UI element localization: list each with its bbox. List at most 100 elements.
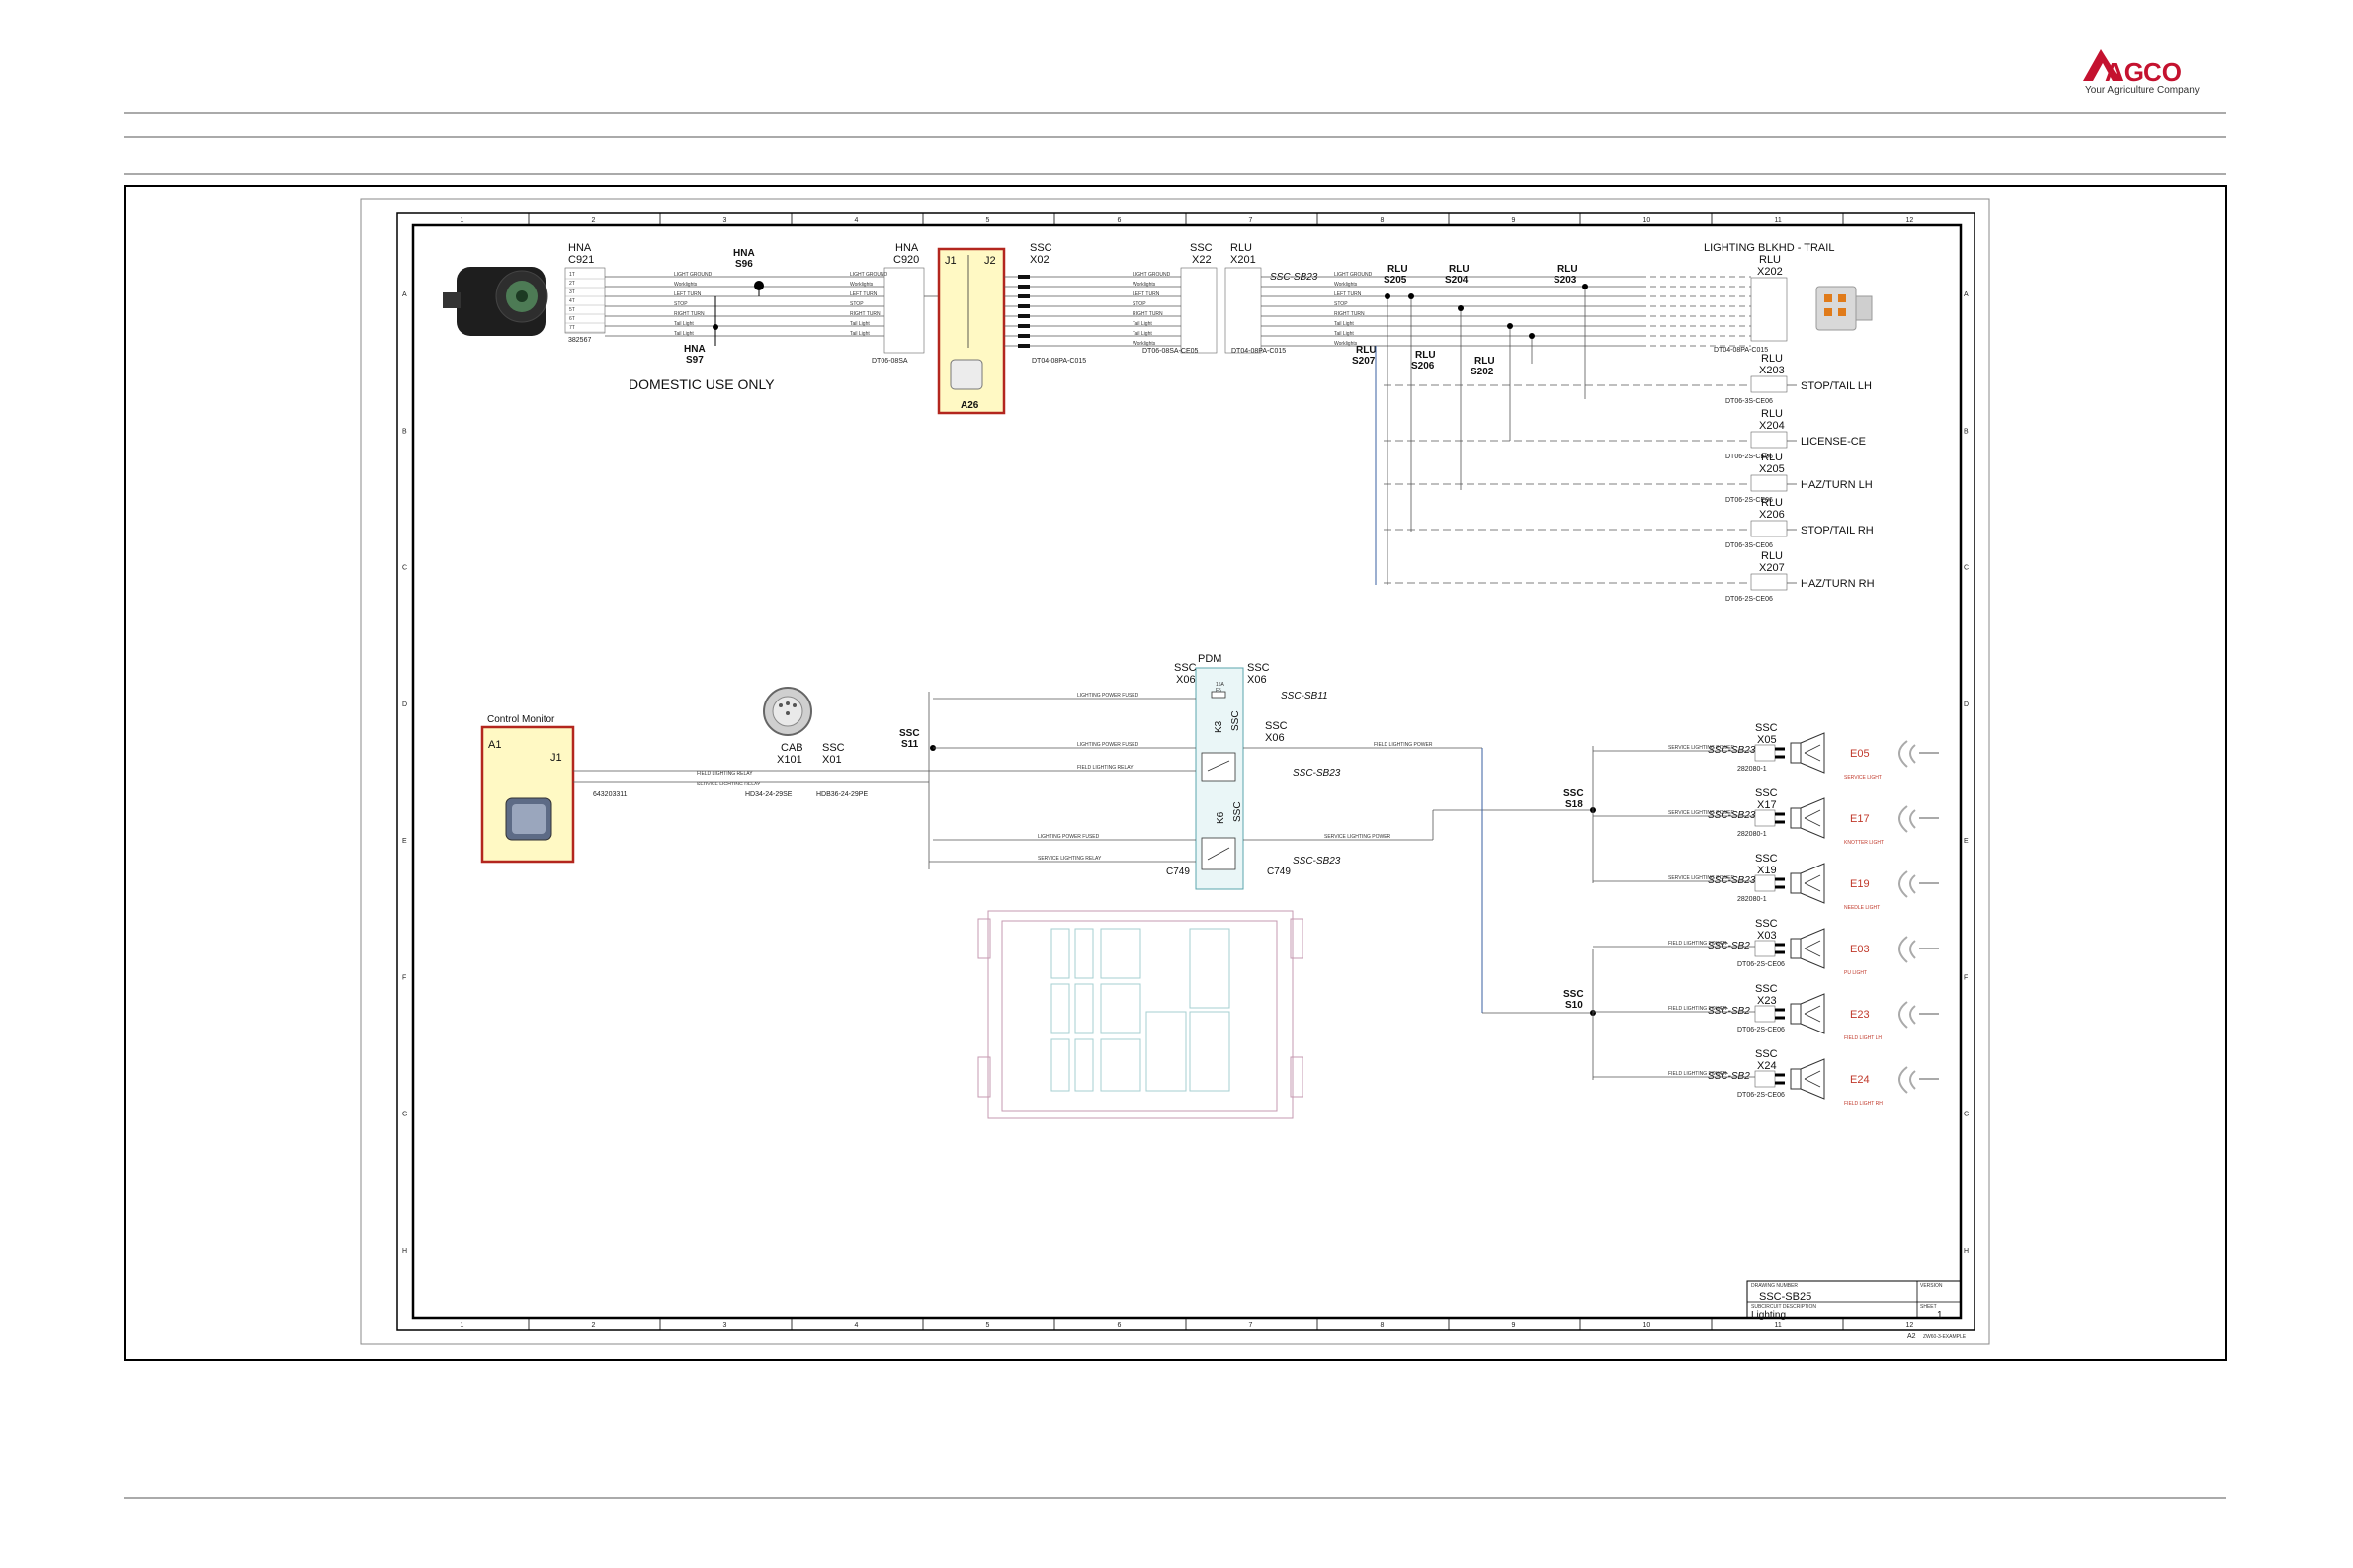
c920-id: C920 — [893, 254, 919, 266]
connector-x02: SSC X02 DT04-08PA-C015 — [1030, 242, 1086, 365]
control-monitor-a1: A1 J1 — [480, 725, 575, 864]
pdm-left-top: SSC — [1174, 662, 1197, 674]
k3-id: K3 — [1214, 720, 1224, 733]
c921-pin-2T: 2T — [569, 281, 575, 287]
c921-pin-3T: 3T — [569, 289, 575, 295]
lamp-5-name: FIELD LIGHT RH — [1844, 1101, 1883, 1107]
rlu-splice-dot-5 — [1582, 284, 1588, 289]
grid-row-right-E: E — [1964, 838, 1969, 845]
lamp-1-circuit: SERVICE LIGHTING POWER — [1668, 810, 1735, 816]
pdm-fuse-id: F5 — [1216, 688, 1221, 694]
monitor-part: 643203311 — [593, 791, 628, 798]
lamp-1-part: 282080-1 — [1737, 831, 1767, 838]
bulkhead-plug-icon — [1815, 286, 1873, 331]
pdm-title: PDM — [1198, 653, 1221, 665]
work-lamp-icon — [1790, 928, 1825, 969]
s10-id: S10 — [1565, 1000, 1583, 1011]
lamp-0-ref: SSC-SB23 — [1708, 745, 1756, 756]
lamp-5-circuit: FIELD LIGHTING POWER — [1668, 1071, 1727, 1077]
s97-top-label: HNA — [684, 344, 706, 355]
wire-label-left-2: LEFT TURN — [674, 291, 702, 297]
cab-id: X101 — [777, 754, 802, 766]
a1-j1: J1 — [550, 752, 562, 764]
grid-col-bottom-7: 7 — [1249, 1322, 1253, 1329]
a26-j2: J2 — [984, 255, 996, 267]
lamp-0-top: SSC — [1755, 722, 1778, 734]
relay-k3-icon — [1201, 752, 1236, 782]
lamp-0-name: SERVICE LIGHT — [1844, 775, 1882, 781]
s204-top: RLU — [1449, 264, 1470, 275]
agco-logo: AGCO Your Agriculture Company — [2083, 49, 2200, 96]
pdm-feed-wires: LIGHTING POWER FUSED LIGHTING POWER FUSE… — [929, 693, 1593, 1014]
wire-label-left-4: RIGHT TURN — [674, 311, 705, 317]
s18-top: SSC — [1563, 788, 1584, 799]
grid-row-D: D — [402, 701, 407, 708]
x202-title: LIGHTING BLKHD - TRAIL — [1704, 242, 1834, 254]
rlu-distribution-bus — [1375, 284, 1588, 585]
module-location-ghost — [977, 910, 1303, 1119]
lamp-2-top: SSC — [1755, 853, 1778, 865]
grid-col-bottom-10: 10 — [1643, 1322, 1651, 1329]
wire-label-x02-6: Tail Light — [1133, 331, 1152, 337]
wire-label-x201-5: Tail Light — [1334, 321, 1354, 327]
control-monitor-title: Control Monitor — [487, 714, 555, 725]
wire-label-x02-3: STOP — [1133, 301, 1146, 307]
s207-id: S207 — [1352, 356, 1376, 367]
a26-j1: J1 — [945, 255, 957, 267]
x22-part: DT06-08SA-CE05 — [1142, 348, 1199, 355]
s11-id: S11 — [901, 739, 919, 750]
s207-top: RLU — [1356, 345, 1377, 356]
grid-row-right-H: H — [1964, 1248, 1969, 1255]
grid-row-H: H — [402, 1248, 407, 1255]
s97-id-label: S97 — [686, 355, 704, 366]
c920-top: HNA — [895, 242, 919, 254]
x204-label: LICENSE-CE — [1801, 436, 1866, 448]
grid-col-3: 3 — [723, 217, 727, 224]
x02-id: X02 — [1030, 254, 1050, 266]
s203-top: RLU — [1557, 264, 1578, 275]
grid-row-B: B — [402, 428, 407, 435]
grid-row-right-D: D — [1964, 701, 1969, 708]
cab-part: HD34-24-29SE — [745, 791, 793, 798]
x204-id: X204 — [1759, 420, 1785, 432]
lamp-3-ref: SSC-SB2 — [1708, 941, 1750, 951]
cab-connector-image — [763, 687, 812, 736]
grid-col-bottom-12: 12 — [1906, 1322, 1914, 1329]
x02-top: SSC — [1030, 242, 1052, 254]
drawing-outer-frame — [124, 185, 2227, 1361]
k3-x-top: SSC — [1265, 720, 1288, 732]
x204-part: DT06-2S-CE06 — [1725, 454, 1773, 460]
c921-top: HNA — [568, 242, 592, 254]
x205-id: X205 — [1759, 463, 1785, 475]
k6-id: K6 — [1216, 811, 1226, 824]
k3-top: SSC — [1230, 710, 1241, 731]
grid-row-right-C: C — [1964, 565, 1969, 572]
fuse-icon — [1211, 691, 1226, 699]
relay-label-field: FIELD LIGHTING RELAY — [697, 771, 753, 777]
wire-label-x201-1: Worklights — [1334, 282, 1358, 288]
lamp-1-code: E17 — [1850, 813, 1870, 825]
pdm-ref-sb11: SSC-SB11 — [1281, 691, 1328, 701]
tb-version-label: VERSION — [1920, 1283, 1943, 1289]
c921-pin-6T: 6T — [569, 316, 575, 322]
connector-x201: RLU X201 DT04-08PA-C015 — [1224, 242, 1286, 355]
lamp-2-circuit: SERVICE LIGHTING POWER — [1668, 875, 1735, 881]
s202-id: S202 — [1471, 367, 1494, 377]
x202-top: RLU — [1759, 254, 1781, 266]
lamp-4-ref: SSC-SB2 — [1708, 1006, 1750, 1017]
wire-label-x201-2: LEFT TURN — [1334, 291, 1362, 297]
grid-col-bottom-8: 8 — [1381, 1322, 1385, 1329]
x203-part: DT06-3S-CE06 — [1725, 398, 1773, 405]
lamp-2-name: NEEDLE LIGHT — [1844, 905, 1880, 911]
slp-label: SERVICE LIGHTING POWER — [1324, 834, 1391, 840]
work-lamp-icon — [1790, 797, 1825, 839]
x206-part: DT06-3S-CE06 — [1725, 542, 1773, 549]
lamp-4-circuit: FIELD LIGHTING POWER — [1668, 1006, 1727, 1012]
c921-part: 382567 — [568, 337, 591, 344]
wire-label-left-3: STOP — [674, 301, 688, 307]
grid-col-bottom-4: 4 — [855, 1322, 859, 1329]
grid-row-right-G: G — [1964, 1112, 1969, 1118]
